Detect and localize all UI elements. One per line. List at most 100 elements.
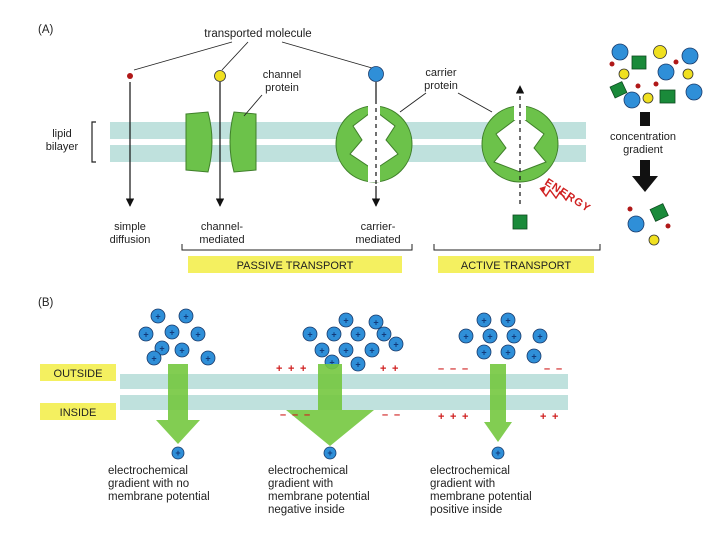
positive-ion: + <box>476 312 492 328</box>
svg-text:+: + <box>155 312 160 322</box>
svg-text:+: + <box>195 330 200 340</box>
positive-ion: + <box>178 308 194 324</box>
carrier-mediated-label-2: mediated <box>355 234 400 246</box>
positive-ion: + <box>506 328 522 344</box>
positive-ion: + <box>190 326 206 342</box>
caption-negative-inside: electrochemical gradient with membrane p… <box>268 465 370 516</box>
membrane-charge-signs: +++++––––––––––+++++ <box>276 363 562 423</box>
caption-positive-inside: electrochemical gradient with membrane p… <box>430 465 532 516</box>
positive-ion: + <box>368 314 384 330</box>
svg-text:+: + <box>175 448 180 458</box>
svg-text:+: + <box>327 448 332 458</box>
svg-text:negative inside: negative inside <box>268 504 345 516</box>
svg-text:+: + <box>319 346 324 356</box>
simple-diffusion-label-1: simple <box>114 221 146 233</box>
positive-ion: + <box>302 326 318 342</box>
svg-text:+: + <box>205 354 210 364</box>
svg-text:+: + <box>381 330 386 340</box>
positive-ion: + <box>376 326 392 342</box>
svg-text:+: + <box>487 332 492 342</box>
gradient-arrow-positive-inside <box>484 364 512 442</box>
svg-text:+: + <box>159 344 164 354</box>
minus-charge: – <box>544 363 550 375</box>
positive-ion: + <box>500 344 516 360</box>
positive-ion: + <box>154 340 170 356</box>
positive-ion: + <box>526 348 542 364</box>
positive-ion: + <box>150 308 166 324</box>
svg-text:+: + <box>531 352 536 362</box>
channel-pointer <box>243 94 263 117</box>
low-concentration-cluster <box>627 203 671 246</box>
minus-charge: – <box>382 409 388 421</box>
minus-charge: – <box>462 363 468 375</box>
carrier-mediated-label-1: carrier- <box>361 221 396 233</box>
svg-text:gradient with no: gradient with no <box>108 478 189 490</box>
high-concentration-cluster <box>609 43 703 109</box>
carrier-protein-passive <box>335 104 413 183</box>
positive-ion: + <box>476 344 492 360</box>
positive-ion: + <box>458 328 474 344</box>
passive-transport-label: PASSIVE TRANSPORT <box>237 260 354 272</box>
svg-text:membrane potential: membrane potential <box>108 491 210 503</box>
energy-squiggle <box>539 187 571 202</box>
positive-ion: + <box>532 328 548 344</box>
svg-text:+: + <box>495 448 500 458</box>
yellow-molecule <box>214 70 226 82</box>
panel-a-label: (A) <box>38 24 54 36</box>
positive-ion: + <box>350 356 366 372</box>
positive-ion: + <box>200 350 216 366</box>
carrier-protein-label-2: protein <box>424 80 458 92</box>
minus-charge: – <box>304 409 310 421</box>
svg-text:+: + <box>169 328 174 338</box>
inside-bar <box>40 403 116 420</box>
energy-label: ENERGY <box>542 176 593 215</box>
svg-text:+: + <box>505 316 510 326</box>
blue-molecule <box>368 66 384 82</box>
bilayer-bracket <box>91 121 96 163</box>
svg-text:gradient with: gradient with <box>268 478 333 490</box>
molecule-pointers <box>133 41 373 71</box>
green-square-molecule <box>512 214 528 230</box>
svg-text:+: + <box>369 346 374 356</box>
plus-charge: + <box>450 411 456 423</box>
minus-charge: – <box>292 409 298 421</box>
svg-text:gradient with: gradient with <box>430 478 495 490</box>
svg-text:+: + <box>143 330 148 340</box>
minus-charge: – <box>556 363 562 375</box>
concentration-gradient-label-2: gradient <box>623 144 663 156</box>
active-transport-bar <box>438 256 594 273</box>
svg-text:+: + <box>373 318 378 328</box>
positive-ion: + <box>388 336 404 352</box>
passive-bracket <box>181 244 413 251</box>
ion-cluster-no-potential: +++++++++ <box>138 308 216 366</box>
transported-molecule-label: transported molecule <box>204 28 311 40</box>
svg-text:+: + <box>481 316 486 326</box>
concentration-gradient-label-1: concentration <box>610 131 676 143</box>
ion-cluster-negative-inside: ++++++++++++ <box>302 312 404 372</box>
single-ion-2: + <box>323 446 337 460</box>
plus-charge: + <box>288 363 294 375</box>
plus-charge: + <box>392 363 398 375</box>
channel-protein-label-1: channel <box>263 69 302 81</box>
svg-text:+: + <box>355 360 360 370</box>
svg-text:+: + <box>511 332 516 342</box>
svg-text:+: + <box>331 330 336 340</box>
ion-cluster-positive-inside: +++++++++ <box>458 312 548 364</box>
svg-text:+: + <box>307 330 312 340</box>
energy-arrowhead <box>540 186 546 192</box>
positive-ion: + <box>146 350 162 366</box>
positive-ion: + <box>338 342 354 358</box>
svg-text:+: + <box>393 340 398 350</box>
positive-ion: + <box>138 326 154 342</box>
carrier-protein-label-1: carrier <box>425 67 457 79</box>
svg-text:+: + <box>343 316 348 326</box>
plus-charge: + <box>276 363 282 375</box>
outside-bar <box>40 364 116 381</box>
svg-text:positive inside: positive inside <box>430 504 502 516</box>
carrier-pointers <box>399 92 493 113</box>
svg-text:+: + <box>481 348 486 358</box>
passive-transport-bar <box>188 256 402 273</box>
positive-ion: + <box>164 324 180 340</box>
channel-mediated-label-2: mediated <box>199 234 244 246</box>
